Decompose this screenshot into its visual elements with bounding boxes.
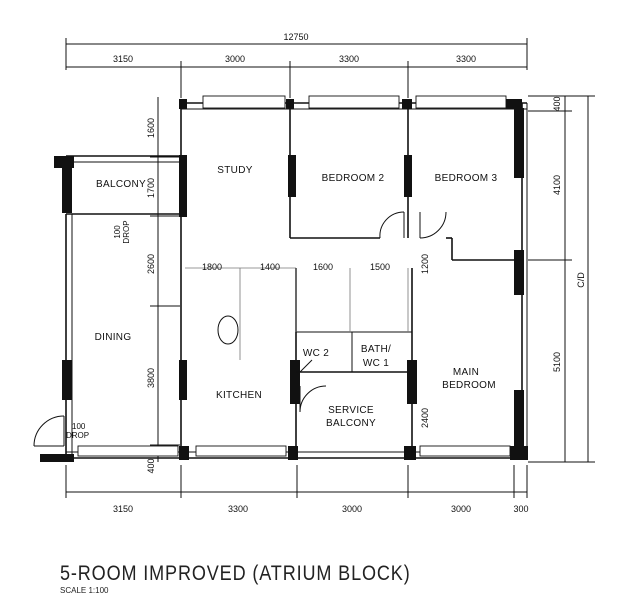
title-block: 5-ROOM IMPROVED (ATRIUM BLOCK): [60, 562, 468, 586]
room-label-service-1: SERVICE: [328, 405, 374, 416]
overall-width-dim: 12750: [283, 32, 308, 42]
drop-note-1-value: 100: [113, 225, 122, 239]
room-label-bath-2: WC 1: [363, 358, 389, 369]
bottom-dim-1: 3150: [113, 504, 133, 514]
drop-notes: 100 DROP 100 DROP: [66, 220, 131, 440]
drop-note-1-label: DROP: [122, 220, 131, 243]
bottom-dim-5: 300: [513, 504, 528, 514]
drop-note-2-value: 100: [72, 422, 86, 431]
right-overall-dim: C/D: [576, 272, 586, 288]
room-label-main-1: MAIN: [453, 367, 479, 378]
interior-dim-1400: 1400: [260, 262, 280, 272]
interior-dim-1500: 1500: [370, 262, 390, 272]
room-label-kitchen: KITCHEN: [216, 390, 262, 401]
right-dim-1: 400: [552, 96, 562, 111]
interior-dimensions: 1800 1400 1600 1500 1200 2400: [202, 254, 430, 428]
left-dimensions: 1600 1700 2600 3800 400: [146, 97, 180, 474]
right-dim-3: 5100: [552, 352, 562, 372]
bottom-dim-4: 3000: [451, 504, 471, 514]
plan-title: 5-ROOM IMPROVED (ATRIUM BLOCK): [60, 562, 411, 585]
left-dim-2: 1700: [146, 178, 156, 198]
walls: [33, 95, 528, 462]
bottom-dim-2: 3300: [228, 504, 248, 514]
left-dim-5: 400: [146, 458, 156, 473]
left-dim-4: 3800: [146, 368, 156, 388]
bottom-dim-3: 3000: [342, 504, 362, 514]
drop-note-2-label: DROP: [66, 431, 89, 440]
room-label-service-2: BALCONY: [326, 418, 376, 429]
scale-label: SCALE 1:100: [60, 586, 109, 595]
top-dim-1: 3150: [113, 54, 133, 64]
interior-dim-1800: 1800: [202, 262, 222, 272]
interior-dim-1200: 1200: [420, 254, 430, 274]
left-dim-1: 1600: [146, 118, 156, 138]
right-dimensions: 400 4100 5100 C/D: [528, 95, 595, 463]
top-dim-3: 3300: [339, 54, 359, 64]
room-label-study: STUDY: [217, 165, 252, 176]
left-dim-3: 2600: [146, 254, 156, 274]
right-dim-2: 4100: [552, 175, 562, 195]
room-labels: STUDY BEDROOM 2 BEDROOM 3 BALCONY DINING…: [95, 165, 498, 429]
interior-dim-2400: 2400: [420, 408, 430, 428]
room-label-main-2: BEDROOM: [442, 380, 496, 391]
room-label-wc2: WC 2: [303, 348, 329, 359]
room-label-bedroom-2: BEDROOM 2: [322, 173, 385, 184]
interior-dim-1600: 1600: [313, 262, 333, 272]
room-label-bedroom-3: BEDROOM 3: [435, 173, 498, 184]
top-dim-4: 3300: [456, 54, 476, 64]
room-label-dining: DINING: [95, 332, 132, 343]
bottom-dimensions: 3150 3300 3000 3000 300: [65, 465, 529, 514]
room-label-bath-1: BATH/: [361, 344, 391, 355]
top-dimensions: 12750 3150 3000 3300 3300: [65, 32, 528, 98]
room-label-balcony: BALCONY: [96, 179, 146, 190]
top-dim-2: 3000: [225, 54, 245, 64]
